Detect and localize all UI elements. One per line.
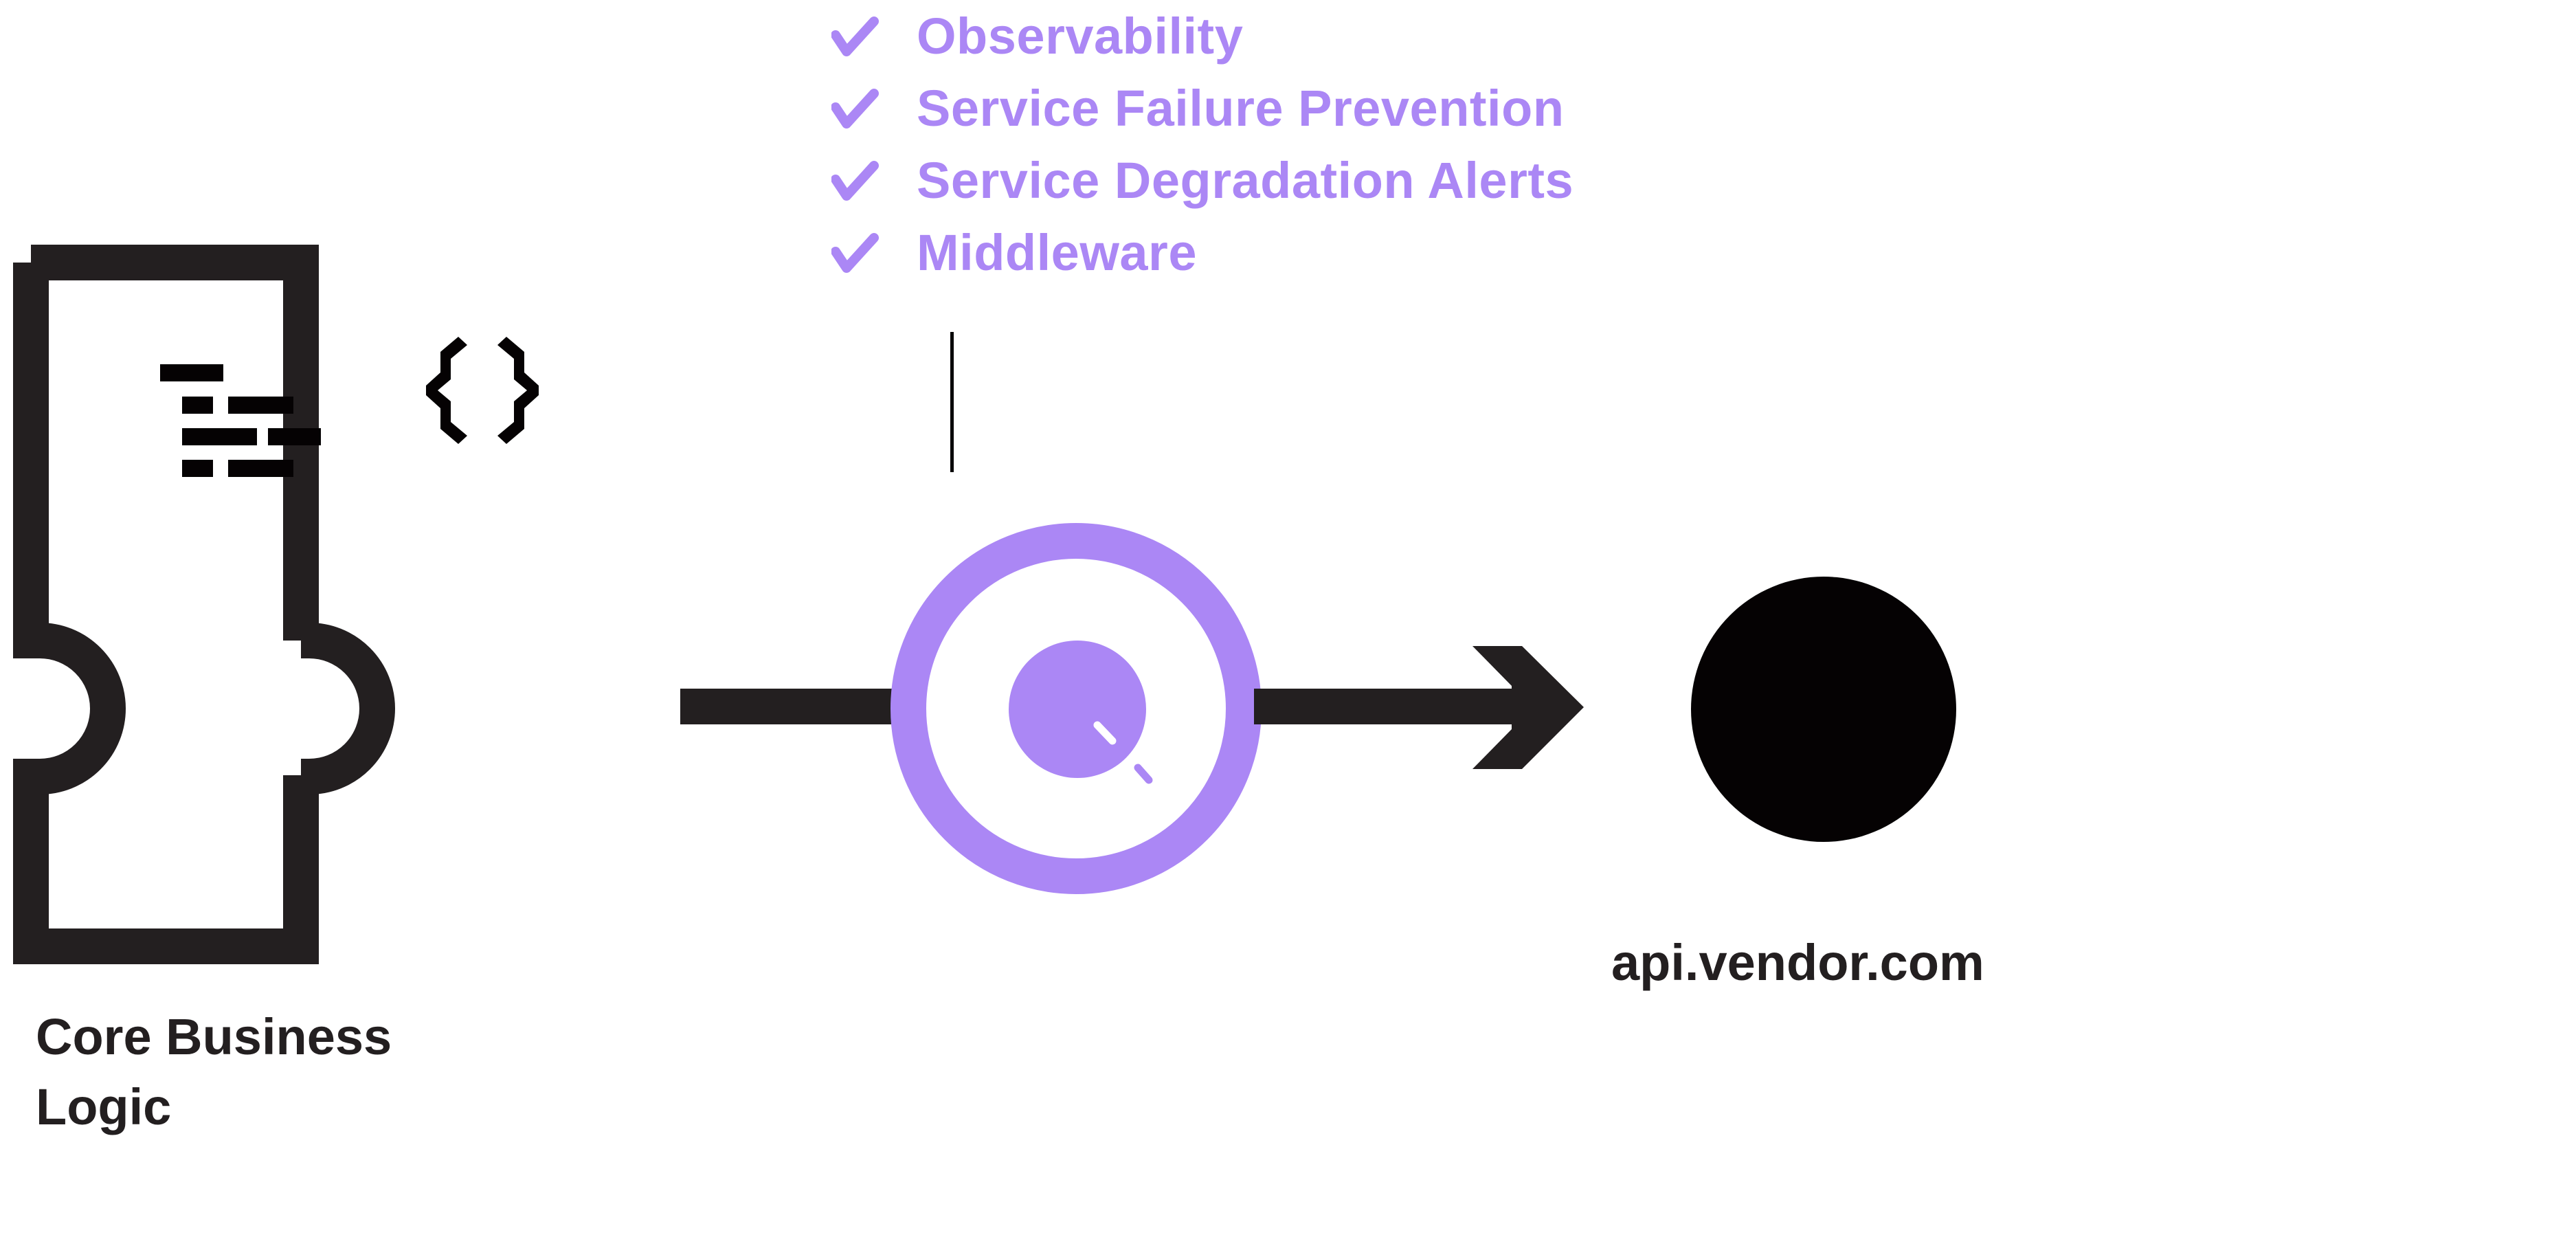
code-line — [268, 428, 321, 445]
card-right-notch — [301, 623, 395, 794]
feature-item: Observability — [831, 0, 1573, 72]
feature-item: Service Failure Prevention — [831, 72, 1573, 144]
connector-core-to-middleware — [680, 689, 900, 724]
feature-item: Service Degradation Alerts — [831, 144, 1573, 216]
feature-label: Observability — [917, 7, 1244, 65]
arrow-middleware-to-vendor — [1254, 646, 1584, 769]
feature-label: Service Degradation Alerts — [917, 151, 1574, 209]
code-line — [182, 460, 213, 477]
card-outline — [13, 245, 319, 964]
middleware-node — [891, 523, 1262, 894]
arrow-shaft — [1254, 689, 1529, 724]
core-business-logic-card — [13, 245, 539, 964]
code-line — [182, 397, 213, 414]
feature-label: Middleware — [917, 223, 1197, 281]
arrow-head-icon — [1472, 646, 1584, 769]
vendor-api-label: api.vendor.com — [1611, 934, 1984, 991]
card-left-notch — [13, 623, 126, 794]
code-line — [160, 364, 223, 381]
observability-lens-icon — [1009, 641, 1153, 784]
core-business-logic-label: Core Business Logic — [36, 1008, 392, 1136]
vendor-api-node — [1691, 577, 1956, 842]
check-icon — [831, 232, 879, 273]
check-icon — [831, 88, 879, 129]
code-line — [182, 428, 257, 445]
feature-list-divider — [950, 332, 954, 472]
code-lines-icon — [160, 364, 321, 477]
feature-item: Middleware — [831, 216, 1573, 289]
curly-braces-icon — [426, 337, 539, 444]
code-line — [228, 460, 293, 477]
check-icon — [831, 16, 879, 56]
check-icon — [831, 160, 879, 201]
feature-label: Service Failure Prevention — [917, 79, 1565, 137]
feature-checklist: Observability Service Failure Prevention… — [831, 0, 1573, 289]
code-line — [228, 397, 293, 414]
middleware-ring — [891, 523, 1262, 894]
